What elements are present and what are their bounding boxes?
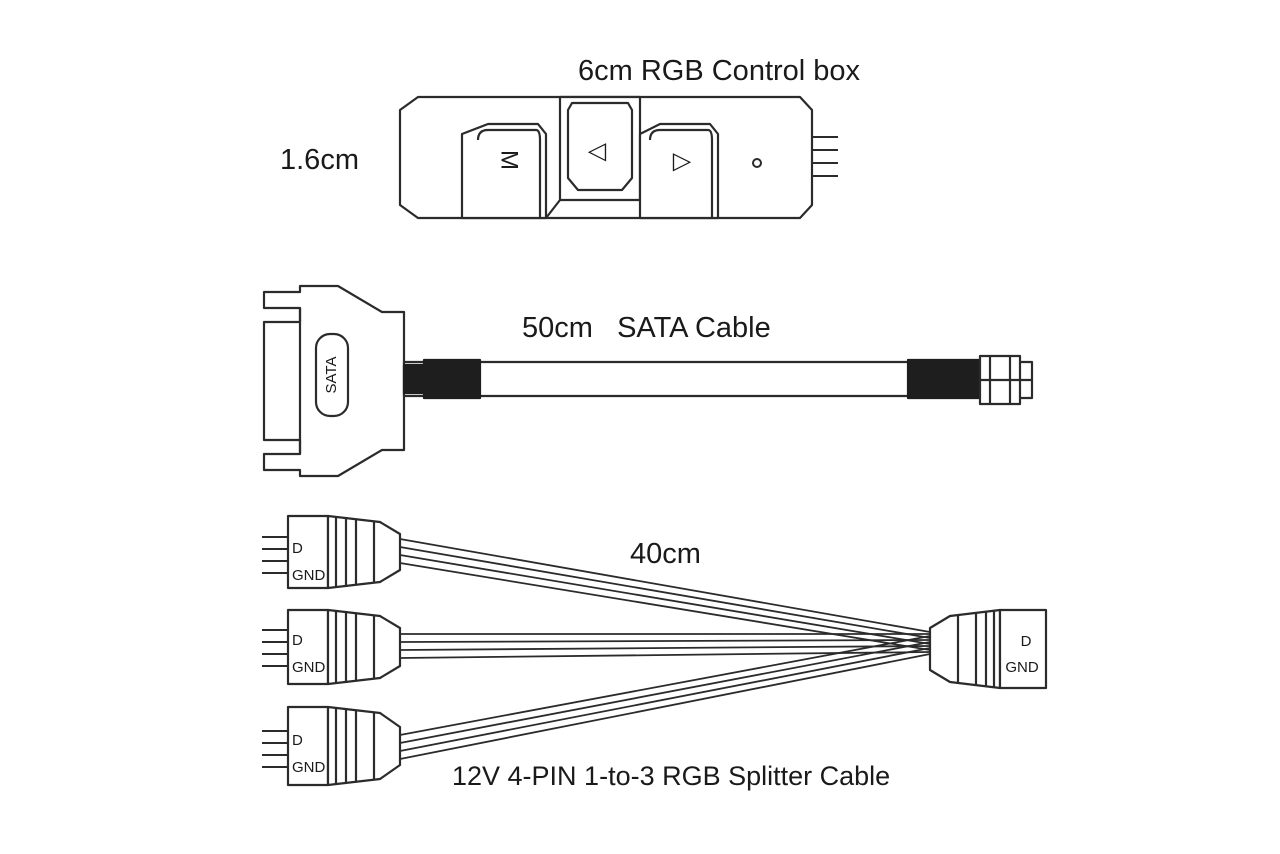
splitter-cable: D GND D GND D GND D GND (262, 514, 1048, 787)
rgb-control-box: M ◁ ▷ (398, 95, 838, 220)
mode-button-label: M (496, 150, 523, 170)
pin-d-label-output: D (1021, 633, 1032, 650)
right-arrow-icon: ▷ (673, 147, 692, 174)
sata-label-plate (314, 332, 350, 418)
sata-cable: SATA (262, 284, 1034, 478)
pin-d-label-2: D (292, 632, 303, 649)
sata-cable-wire (402, 360, 1006, 398)
splitter-connector-3 (262, 705, 402, 787)
pin-d-label-1: D (292, 540, 303, 557)
right-arrow-button (638, 122, 720, 220)
splitter-wires (399, 538, 931, 760)
pin-gnd-label-3: GND (292, 759, 326, 776)
splitter-length-label: 40cm (630, 538, 701, 570)
control-box-height-label: 1.6cm (280, 144, 359, 176)
control-box-pins (812, 136, 838, 177)
splitter-connector-2 (262, 608, 402, 686)
control-box-title: 6cm RGB Control box (578, 55, 861, 87)
pin-gnd-label-2: GND (292, 659, 326, 676)
pin-gnd-label-output: GND (1005, 659, 1039, 676)
sata-cable-label: 50cm SATA Cable (522, 312, 771, 344)
splitter-cable-title: 12V 4-PIN 1-to-3 RGB Splitter Cable (452, 761, 891, 791)
led-indicator (752, 158, 762, 168)
sata-connector-text: SATA (323, 357, 340, 394)
splitter-connector-output (928, 608, 1048, 690)
sata-sleeve-right (906, 358, 982, 400)
left-arrow-icon: ◁ (588, 137, 607, 164)
mode-button (460, 122, 548, 220)
pin-gnd-label-1: GND (292, 567, 326, 584)
pin-d-label-3: D (292, 732, 303, 749)
sata-sleeve-left (402, 363, 426, 395)
splitter-connector-1 (262, 514, 402, 590)
sata-small-plug (978, 354, 1034, 406)
